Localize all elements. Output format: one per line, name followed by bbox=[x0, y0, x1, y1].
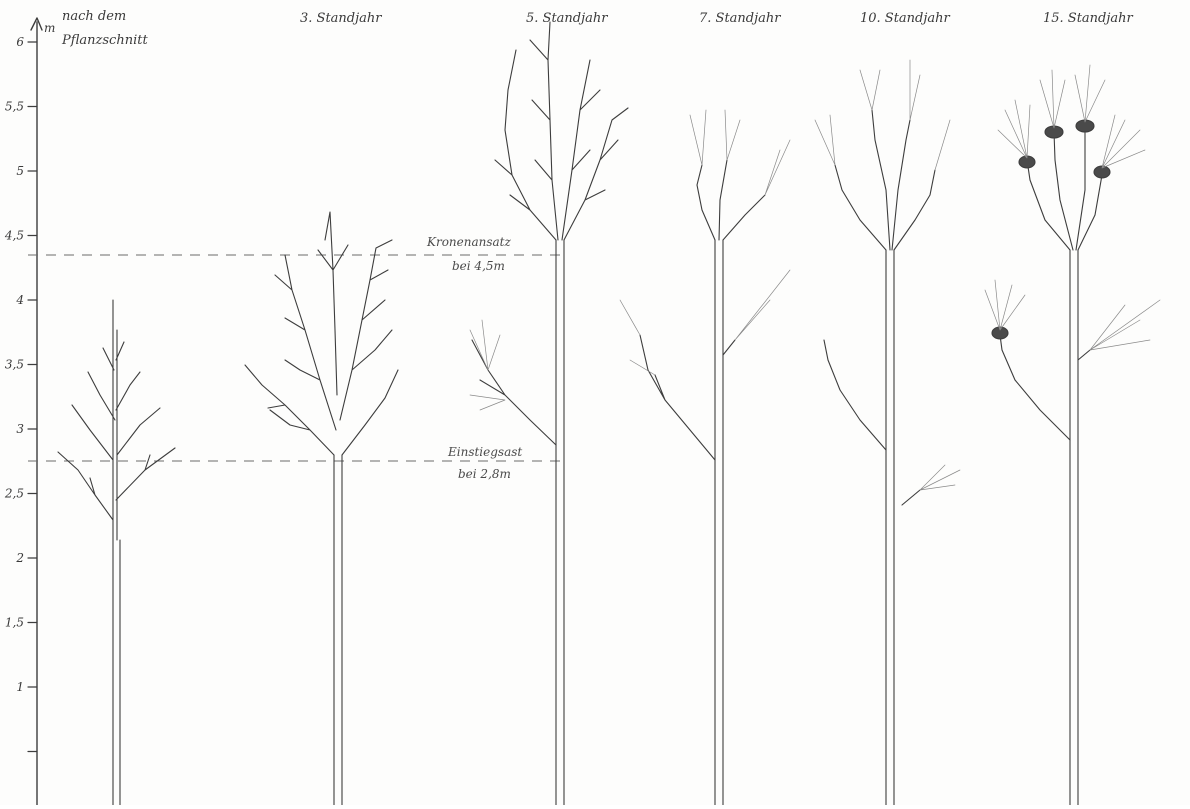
stage-label-year-7: 7. Standjahr bbox=[699, 11, 781, 26]
tree-year-5 bbox=[470, 22, 628, 805]
stage-label-planting-2: Pflanzschnitt bbox=[61, 33, 148, 48]
branches bbox=[824, 110, 935, 505]
trunk bbox=[715, 240, 723, 805]
crown-annotation-line1: Kronenansatz bbox=[426, 235, 512, 249]
tree-planting bbox=[58, 300, 175, 805]
entry-annotation-line1: Einstiegsast bbox=[447, 445, 522, 459]
axis-tick-label: 1 bbox=[16, 680, 24, 694]
entry-annotation-line2: bei 2,8m bbox=[458, 467, 511, 481]
regrowth-shoots bbox=[620, 110, 790, 375]
tree-year-7 bbox=[620, 110, 790, 805]
branches bbox=[58, 300, 175, 540]
trunk bbox=[886, 250, 894, 805]
branches bbox=[1000, 128, 1102, 440]
stage-label-year-15: 15. Standjahr bbox=[1043, 11, 1134, 26]
trunk bbox=[334, 455, 342, 805]
stage-label-year-3: 3. Standjahr bbox=[300, 11, 382, 26]
branches bbox=[640, 160, 765, 460]
axis-tick-label: 5 bbox=[16, 164, 24, 178]
trunk bbox=[113, 540, 120, 805]
regrowth-shoots bbox=[815, 60, 960, 490]
axis-tick-label: 3 bbox=[16, 422, 24, 436]
crown-annotation: Kronenansatz bei 4,5m bbox=[426, 235, 512, 273]
axis-tick-label: 2,5 bbox=[4, 487, 24, 501]
axis-tick-label: 2 bbox=[15, 551, 24, 565]
tree-year-3 bbox=[245, 212, 398, 805]
regrowth-shoots bbox=[470, 320, 505, 410]
stage-label-year-5: 5. Standjahr bbox=[526, 11, 608, 26]
trunk bbox=[556, 240, 564, 805]
stage-labels: nach dem Pflanzschnitt 3. Standjahr 5. S… bbox=[61, 9, 1134, 48]
axis-tick-label: 3,5 bbox=[5, 358, 24, 372]
axis-ticks: 1 1,5 2 2,5 3 3,5 4 4,5 5 5,5 6 bbox=[4, 35, 37, 752]
trunk bbox=[1070, 250, 1078, 805]
branches bbox=[245, 212, 398, 455]
height-axis: m 1 1,5 2 2,5 3 3,5 4 4,5 5 5,5 6 bbox=[4, 18, 55, 805]
entry-annotation: Einstiegsast bei 2,8m bbox=[447, 445, 522, 481]
axis-tick-label: 5,5 bbox=[5, 100, 24, 114]
tree-year-15 bbox=[985, 65, 1160, 805]
axis-tick-label: 4,5 bbox=[4, 229, 24, 243]
pollard-heads bbox=[992, 120, 1110, 339]
stage-label-planting: nach dem bbox=[62, 9, 126, 24]
branches bbox=[472, 22, 628, 445]
axis-tick-label: 1,5 bbox=[5, 616, 24, 630]
regrowth-shoots bbox=[985, 65, 1160, 350]
crown-annotation-line2: bei 4,5m bbox=[452, 259, 505, 273]
stage-label-year-10: 10. Standjahr bbox=[860, 11, 951, 26]
axis-tick-label: 6 bbox=[16, 35, 24, 49]
axis-unit-label: m bbox=[44, 21, 55, 35]
tree-year-10 bbox=[815, 60, 960, 805]
axis-tick-label: 4 bbox=[15, 293, 24, 307]
